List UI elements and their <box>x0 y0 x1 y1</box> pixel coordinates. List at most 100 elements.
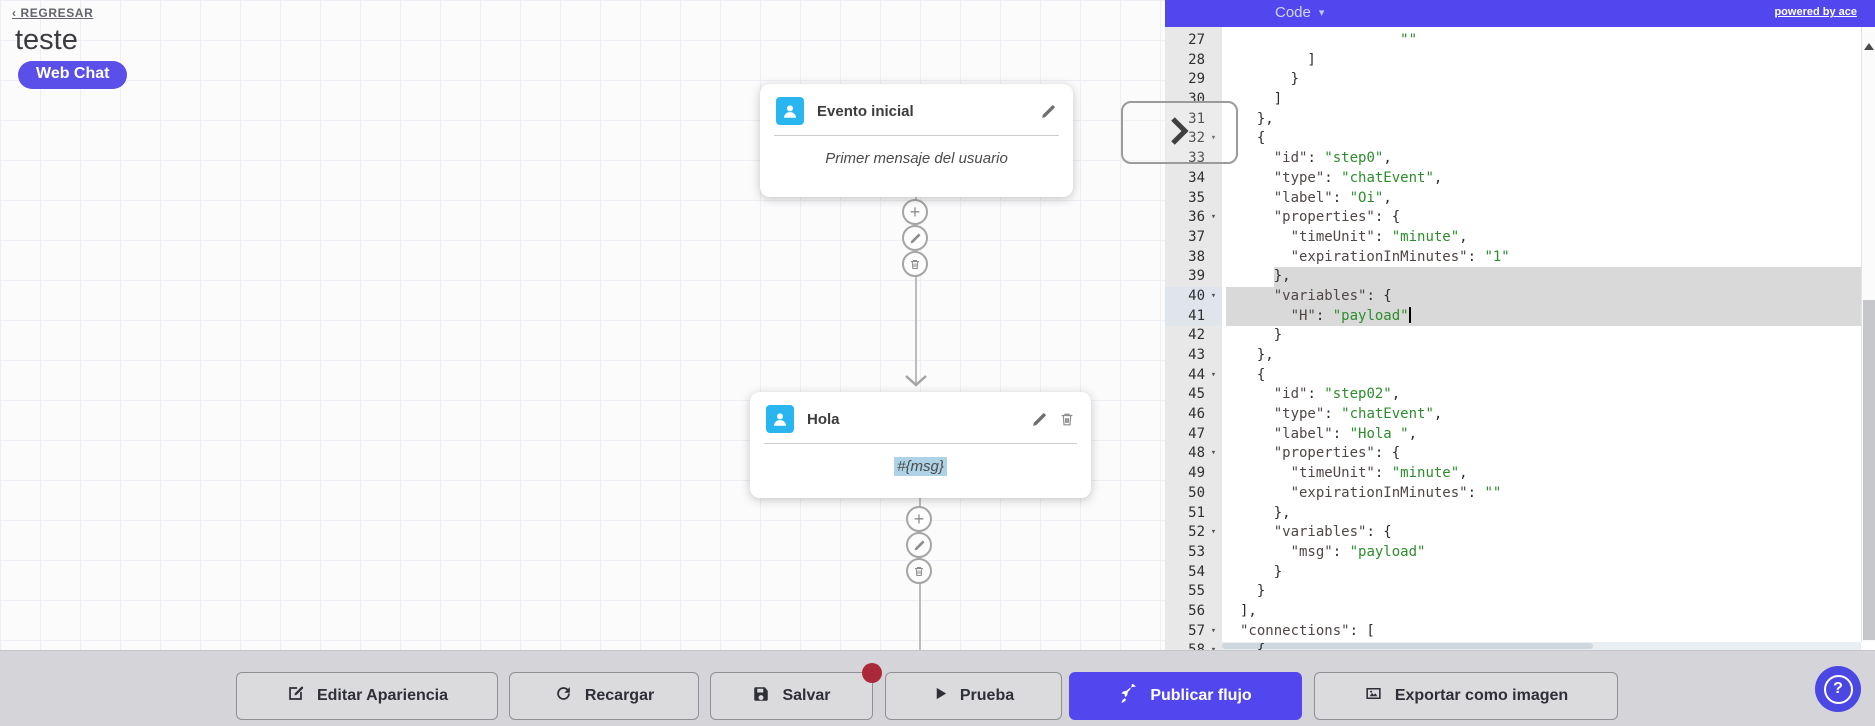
chevron-down-icon <box>904 374 928 393</box>
scroll-up-arrow-icon[interactable] <box>1864 43 1874 50</box>
scrollbar-thumb[interactable] <box>1863 300 1875 640</box>
gutter-line-number[interactable]: 54 <box>1188 563 1205 580</box>
edit-appearance-button[interactable]: Editar Apariencia <box>236 672 498 720</box>
code-line: "timeUnit": "minute", <box>1290 465 1468 482</box>
gutter-line-number[interactable]: 47 <box>1188 425 1205 442</box>
gutter-line-number[interactable]: 44▾ <box>1188 366 1217 383</box>
gutter-line-number[interactable]: 41 <box>1165 306 1222 327</box>
export-image-button[interactable]: Exportar como imagen <box>1314 672 1618 720</box>
trash-icon <box>913 565 925 578</box>
horizontal-scrollbar[interactable] <box>1222 642 1861 650</box>
question-mark-icon: ? <box>1823 674 1853 704</box>
gutter-line-number[interactable]: 34 <box>1188 169 1205 186</box>
code-line: { <box>1240 130 1266 147</box>
gutter-line-number[interactable]: 45 <box>1188 386 1205 403</box>
gutter-line-number[interactable]: 50 <box>1188 484 1205 501</box>
node-title: Hola <box>807 410 840 428</box>
code-line: "" <box>1400 32 1418 48</box>
code-line: }, <box>1222 267 1861 287</box>
edit-node-button[interactable] <box>1031 411 1048 428</box>
delete-connection-button[interactable] <box>906 558 932 584</box>
code-header: Code ▾ powered by ace <box>1165 0 1875 27</box>
bottom-toolbar: Editar Apariencia Recargar Salvar Prueba <box>0 650 1875 726</box>
pencil-icon <box>913 539 926 552</box>
gutter-line-number[interactable]: 55 <box>1188 583 1205 600</box>
code-line: ], <box>1240 602 1257 619</box>
reload-button[interactable]: Recargar <box>509 672 699 720</box>
button-label: Recargar <box>584 687 655 704</box>
gutter-line-number[interactable]: 58▾ <box>1165 641 1222 650</box>
add-step-button[interactable]: + <box>902 199 928 225</box>
gutter-line-number[interactable]: 39 <box>1188 268 1205 285</box>
gutter-line-number[interactable]: 57▾ <box>1188 622 1217 639</box>
gutter-line-number[interactable]: 51 <box>1188 504 1205 521</box>
code-mode-label: Code <box>1275 4 1311 21</box>
gutter-line-number[interactable]: 35 <box>1188 189 1205 206</box>
code-line: { <box>1240 366 1266 383</box>
code-line: "id": "step0", <box>1273 150 1392 167</box>
play-icon <box>933 686 948 706</box>
code-line: "expirationInMinutes": "1" <box>1290 248 1510 265</box>
chevron-down-icon: ▾ <box>1318 7 1325 19</box>
gutter-line-number[interactable]: 46 <box>1188 406 1205 423</box>
publish-flow-button[interactable]: Publicar flujo <box>1069 672 1302 720</box>
gutter-line-number[interactable]: 42 <box>1188 327 1205 344</box>
gutter-line-number[interactable]: 52▾ <box>1188 524 1217 541</box>
node-body: #{msg} <box>750 444 1091 491</box>
add-step-button[interactable]: + <box>906 506 932 532</box>
button-label: Exportar como imagen <box>1394 687 1569 704</box>
save-button[interactable]: Salvar <box>710 672 873 720</box>
gutter-line-number[interactable]: 49 <box>1188 465 1205 482</box>
edit-connection-button[interactable] <box>902 225 928 251</box>
node-divider <box>774 135 1059 136</box>
vertical-scrollbar[interactable] <box>1861 27 1875 642</box>
node-title: Evento inicial <box>817 102 914 120</box>
edit-node-button[interactable] <box>1040 103 1057 120</box>
back-link[interactable]: ‹ REGRESAR <box>12 6 94 20</box>
code-line: "properties": { <box>1273 209 1401 226</box>
gutter-line-number[interactable]: 48▾ <box>1188 445 1217 462</box>
gutter-line-number[interactable]: 56 <box>1188 602 1205 619</box>
code-line: }, <box>1240 504 1291 521</box>
gutter-line-number[interactable]: 29 <box>1188 71 1205 88</box>
text-cursor <box>1408 306 1411 323</box>
flow-canvas[interactable]: ‹ REGRESAR teste Web Chat + + <box>0 0 1165 650</box>
gutter-line-number[interactable]: 40▾ <box>1165 286 1222 307</box>
gutter-line-number[interactable]: 38 <box>1188 248 1205 265</box>
connector-line <box>915 197 917 383</box>
gutter-line-number[interactable]: 36▾ <box>1188 209 1217 226</box>
gutter-line-number[interactable]: 30 <box>1188 91 1205 108</box>
code-line: "properties": { <box>1273 445 1401 462</box>
code-mode-dropdown[interactable]: Code ▾ <box>1275 4 1324 21</box>
floppy-disk-icon <box>752 685 770 708</box>
user-icon <box>766 405 794 433</box>
gutter-line-number[interactable]: 31 <box>1188 110 1205 127</box>
gutter-line-number[interactable]: 32▾ <box>1188 130 1217 147</box>
code-line: ] <box>1240 51 1316 68</box>
gutter-line-number[interactable]: 43 <box>1188 347 1205 363</box>
gutter-line-number[interactable]: 28 <box>1188 51 1205 68</box>
edit-connection-button[interactable] <box>906 532 932 558</box>
button-label: Salvar <box>782 687 831 704</box>
button-label: Publicar flujo <box>1150 687 1252 704</box>
edit-square-icon <box>286 684 305 708</box>
delete-connection-button[interactable] <box>902 251 928 277</box>
collapse-code-button[interactable] <box>1121 101 1238 164</box>
gutter-line-number[interactable]: 37 <box>1188 228 1205 245</box>
code-line: "connections": [ <box>1240 622 1375 639</box>
node-evento-inicial[interactable]: Evento inicial Primer mensaje del usuari… <box>760 84 1073 197</box>
code-lines[interactable]: "" ] } ] }, { "id": "step0", "type": "ch… <box>1222 31 1861 650</box>
node-hola[interactable]: Hola #{msg} <box>750 392 1091 498</box>
gutter-line-number[interactable]: 53 <box>1188 543 1205 560</box>
code-line: ] <box>1240 91 1283 108</box>
delete-node-button[interactable] <box>1059 411 1075 428</box>
scrollbar-thumb[interactable] <box>1222 643 1593 649</box>
powered-by-ace-link[interactable]: powered by ace <box>1774 6 1857 18</box>
code-line: } <box>1240 71 1300 88</box>
gutter-line-number[interactable]: 27 <box>1188 32 1205 48</box>
test-button[interactable]: Prueba <box>885 672 1062 720</box>
help-button[interactable]: ? <box>1815 666 1861 712</box>
